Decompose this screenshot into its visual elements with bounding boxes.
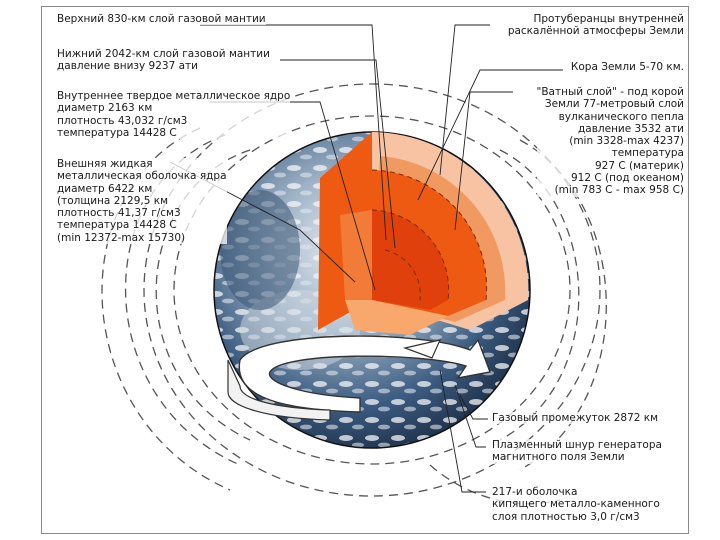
label-prominences: Протуберанцы внутренней раскалённой атмо…: [508, 13, 684, 38]
earth-cutaway: [318, 132, 528, 335]
label-shell-217: 217-и оболочка кипящего металло-каменног…: [492, 486, 660, 523]
label-crust: Кора Земли 5-70 км.: [571, 61, 684, 73]
label-cotton-layer: "Ватный слой" - под корой Земли 77-метро…: [537, 86, 685, 197]
label-gas-gap: Газовый промежуток 2872 км: [492, 412, 658, 424]
label-lower-mantle: Нижний 2042-км слой газовой мантии давле…: [57, 48, 270, 73]
label-upper-mantle: Верхний 830-км слой газовой мантии: [57, 13, 266, 25]
label-inner-core: Внутреннее твердое металлическое ядро ди…: [57, 90, 290, 139]
label-outer-core: Внешняя жидкая металлическая оболочка яд…: [57, 158, 227, 244]
label-plasma-cord: Плазменный шнур генератора магнитного по…: [492, 439, 662, 464]
